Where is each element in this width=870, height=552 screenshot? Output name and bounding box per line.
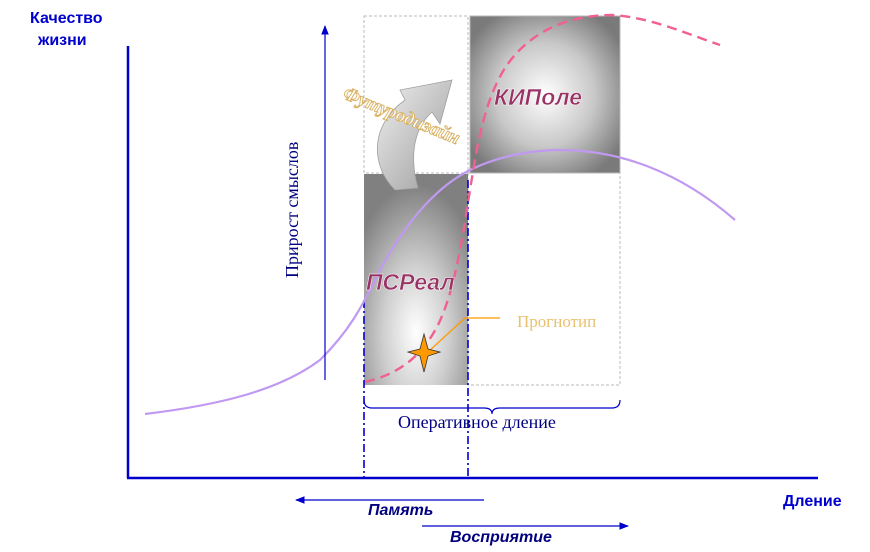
curved-arrow-icon bbox=[376, 79, 453, 191]
prognotip-label: Прогнотип bbox=[517, 312, 596, 331]
kipole-label: КИПоле bbox=[494, 84, 582, 110]
y-axis-label-line1: Качество bbox=[30, 10, 103, 27]
upper-left-outline bbox=[363, 15, 469, 174]
quality-curve-solid bbox=[144, 148, 736, 416]
psreal-label: ПСРеал bbox=[366, 269, 455, 295]
star-icon bbox=[406, 332, 442, 373]
quality-curve-dashed bbox=[364, 13, 721, 384]
perception-label: Восприятие bbox=[450, 529, 552, 546]
growth-label: Прирост смыслов bbox=[282, 142, 302, 278]
operative-brace bbox=[363, 399, 621, 415]
memory-label: Память bbox=[368, 502, 433, 519]
y-axis-label-line2: жизни bbox=[37, 32, 87, 49]
kipole-box bbox=[469, 15, 621, 174]
operative-label: Оперативное дление bbox=[398, 412, 556, 432]
prognotip-pointer bbox=[427, 317, 500, 353]
x-axis-label: Дление bbox=[783, 493, 842, 510]
lower-right-outline bbox=[467, 172, 621, 386]
